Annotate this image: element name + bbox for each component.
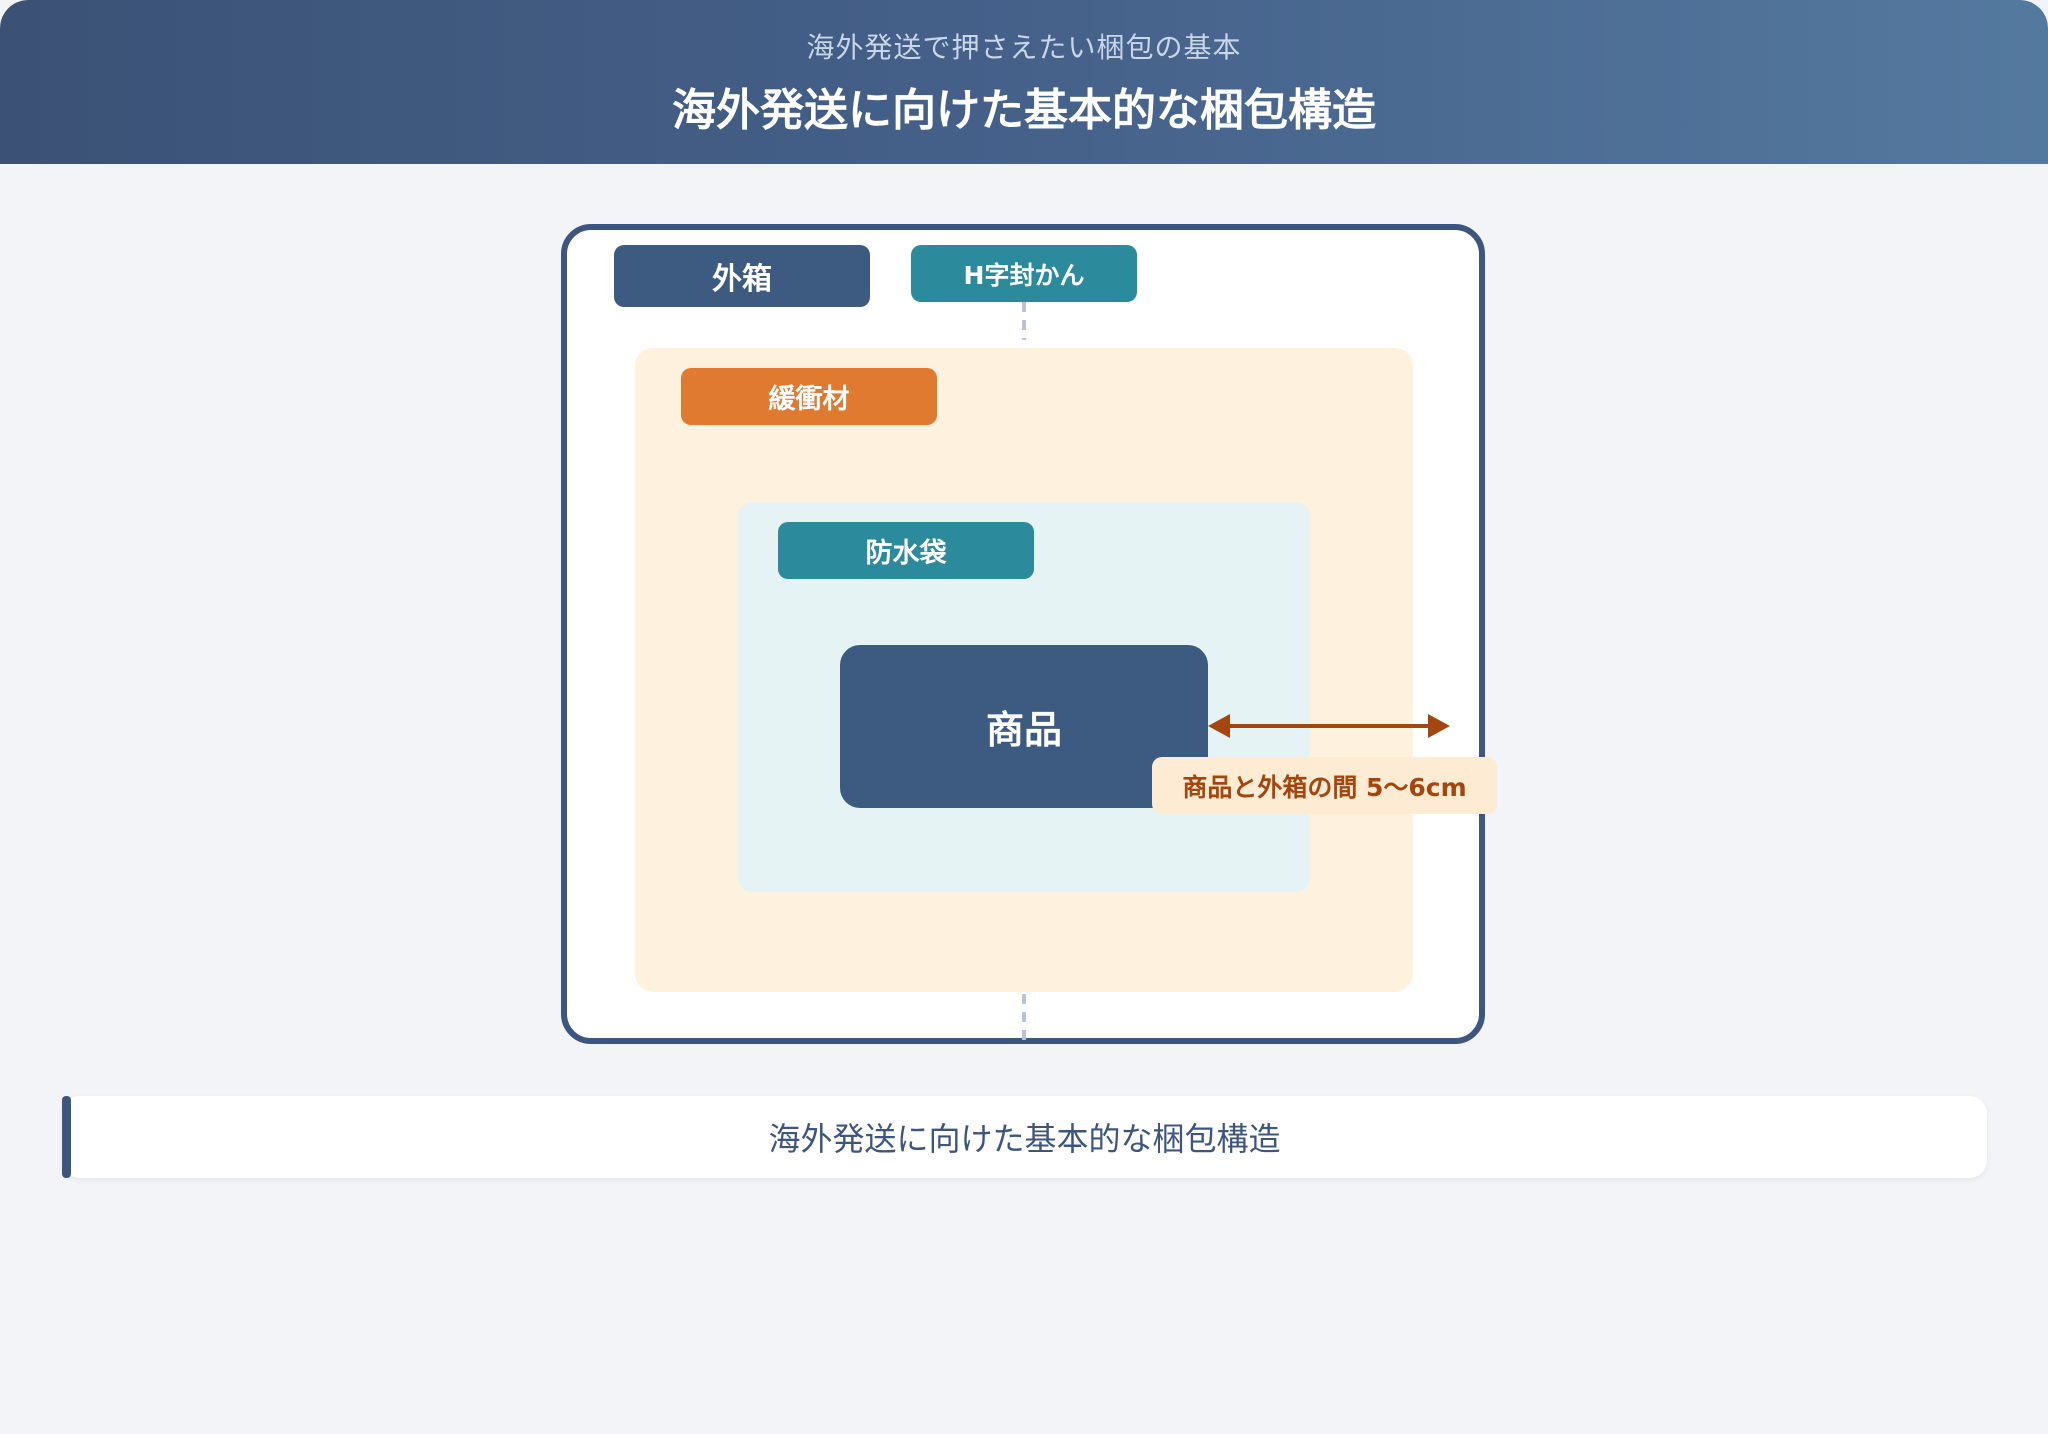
caption-text: 海外発送に向けた基本的な梱包構造 [768, 1120, 1281, 1158]
caption-accent-bar [62, 1096, 71, 1178]
page-title: 海外発送に向けた基本的な梱包構造 [672, 85, 1376, 136]
cushion-label: 緩衝材 [681, 368, 937, 425]
waterproof-bag-label: 防水袋 [778, 522, 1034, 579]
page-subtitle: 海外発送で押さえたい梱包の基本 [806, 31, 1242, 64]
product-box: 商品 [840, 645, 1208, 808]
header-banner: 海外発送で押さえたい梱包の基本 海外発送に向けた基本的な梱包構造 [0, 0, 2048, 164]
tape-label: H字封かん [911, 245, 1137, 302]
outer-box-label: 外箱 [614, 245, 870, 307]
gap-label: 商品と外箱の間 5〜6cm [1152, 757, 1497, 814]
caption-card [62, 1096, 1987, 1178]
